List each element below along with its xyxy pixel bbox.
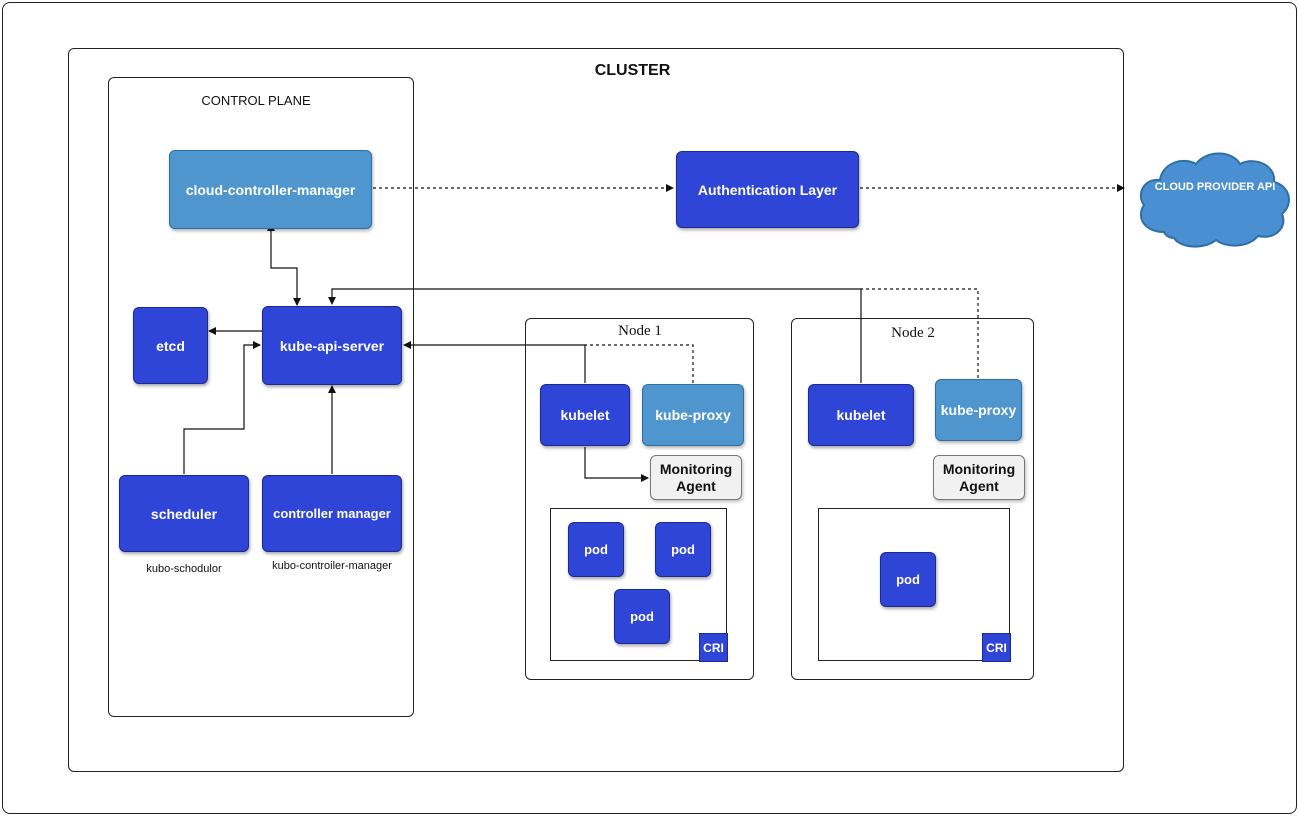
node-1-title: Node 1 [618, 323, 662, 339]
scheduler-caption: kubo-schodulor [146, 563, 222, 575]
cloud-provider-api-label: CLOUD PROVIDER API [1154, 181, 1276, 193]
controller-manager-box[interactable]: controller manager [262, 475, 402, 552]
kube-api-server-box[interactable]: kube-api-server [262, 306, 402, 385]
node-2-monitoring-agent-box[interactable]: Monitoring Agent [933, 455, 1025, 500]
node2-proxy-link [861, 288, 979, 378]
cluster-title: CLUSTER [594, 62, 671, 79]
ccm-api-link [267, 223, 301, 306]
scheduler-box[interactable]: scheduler [119, 475, 249, 552]
node-1-pod-1[interactable]: pod [568, 522, 624, 577]
node-1-cri: CRI [699, 633, 728, 662]
node1-proxy-link [585, 344, 694, 383]
node2-kubelet-to-api-link [328, 288, 862, 383]
authentication-layer-box[interactable]: Authentication Layer [676, 151, 859, 228]
etcd-box[interactable]: etcd [133, 307, 208, 384]
node-2-kube-proxy-box[interactable]: kube-proxy [935, 379, 1022, 441]
node-1-pod-2[interactable]: pod [655, 522, 711, 577]
node-2-cri: CRI [982, 633, 1011, 662]
control-plane-title: CONTROL PLANE [201, 93, 311, 108]
controller-manager-caption: kubo-controiler-manager [272, 560, 392, 572]
node-1-kube-proxy-box[interactable]: kube-proxy [642, 384, 744, 446]
node-2-pod-container [818, 508, 1010, 661]
node-2-pod-1[interactable]: pod [880, 552, 936, 607]
node-1-monitoring-agent-box[interactable]: Monitoring Agent [650, 455, 742, 500]
cloud-icon [1139, 152, 1290, 248]
node-1-kubelet-box[interactable]: kubelet [540, 384, 630, 446]
scheduler-to-api-link [183, 341, 261, 474]
node1-kubelet-to-api-link [403, 341, 586, 383]
node-2-title: Node 2 [891, 325, 935, 341]
node-1-pod-3[interactable]: pod [614, 589, 670, 644]
node1-kubelet-to-monitor-link [584, 447, 649, 482]
node-2-kubelet-box[interactable]: kubelet [808, 384, 914, 446]
cloud-controller-manager-box[interactable]: cloud-controller-manager [169, 150, 372, 229]
